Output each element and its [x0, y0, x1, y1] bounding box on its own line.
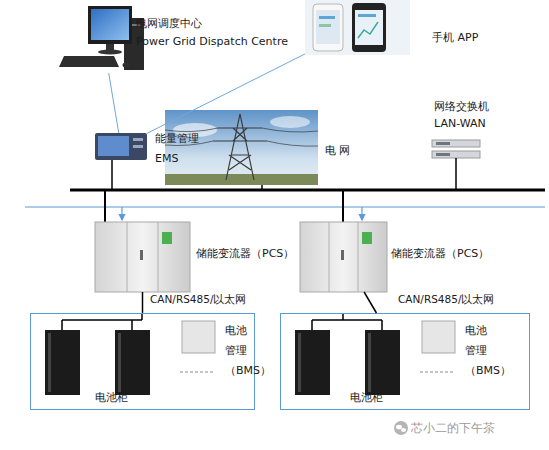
phone-black	[352, 3, 386, 52]
ems-button	[133, 138, 143, 141]
bus-drop	[342, 190, 344, 222]
node-label: 储能变流器（PCS）	[196, 245, 294, 262]
battery-group: 电池柜 电池 管理 （BMS）	[280, 313, 530, 410]
node-label: 电池 管理 （BMS）	[465, 321, 495, 381]
pc-monitor	[88, 6, 132, 44]
watermark-icon	[394, 421, 408, 435]
phone-white	[313, 4, 343, 51]
ems-screen	[98, 136, 129, 156]
ground	[165, 174, 318, 185]
node-label: 电池柜	[350, 389, 383, 406]
pc-base	[98, 50, 122, 55]
edge-label: CAN/RS485/以太网	[398, 291, 494, 308]
battery-cabinet	[365, 330, 400, 395]
bms-unit: 电池 管理 （BMS）	[421, 321, 456, 353]
ems-device	[95, 133, 147, 160]
battery-group: 电池柜 电池 管理 （BMS）	[30, 313, 255, 410]
comm-arrow	[121, 207, 122, 220]
comm-bus	[25, 206, 545, 207]
watermark: 芯小二的下午茶	[411, 420, 495, 437]
cabinet-seam	[358, 222, 359, 292]
cabinet-edge	[48, 333, 51, 392]
comm-arrow	[361, 207, 362, 220]
grid-photo	[165, 110, 318, 185]
switch-unit	[432, 140, 480, 147]
watermark-icon	[396, 425, 402, 430]
phone-bar	[319, 24, 331, 27]
battery-cabinet	[295, 330, 330, 395]
pc-mouse	[123, 63, 130, 68]
pylon-frame	[213, 114, 267, 180]
cabinet-edge	[118, 333, 121, 392]
power-bus	[70, 189, 545, 192]
bus-drop	[104, 190, 106, 222]
ems-unit: 能量管理 EMS	[95, 133, 147, 160]
cabinet-seam	[127, 222, 128, 292]
pcs-unit: 储能变流器（PCS）	[95, 222, 190, 292]
phone-chart	[358, 22, 378, 38]
bms-link	[420, 372, 455, 373]
bms-unit: 电池 管理 （BMS）	[181, 321, 216, 353]
network-switch: 网络交换机 LAN-WAN	[430, 138, 482, 160]
ems-button	[133, 145, 143, 148]
switch-ports	[436, 153, 450, 156]
pcs-cabinet	[95, 222, 190, 292]
switch-ports	[436, 142, 450, 145]
switch-unit	[432, 151, 480, 158]
node-label: 能量管理 EMS	[155, 129, 205, 169]
cabinet-seam	[329, 222, 330, 292]
phone-bar	[358, 14, 376, 17]
connector	[109, 73, 119, 133]
cabinet-edge	[298, 333, 301, 392]
connector	[147, 54, 305, 134]
pcs-cabinet	[300, 222, 387, 292]
pc-keyboard	[59, 56, 119, 67]
bms-unit	[182, 321, 215, 353]
pcs-handle	[341, 250, 344, 260]
cabinet-edge	[368, 333, 371, 392]
phone-bar	[319, 16, 335, 19]
phone-screen	[355, 10, 383, 45]
bus-drop	[455, 158, 457, 190]
edge-label: CAN/RS485/以太网	[150, 291, 246, 308]
bus-drop	[111, 160, 113, 190]
connector	[142, 292, 144, 313]
battery-cabinet	[45, 330, 80, 395]
bms-unit	[422, 321, 455, 353]
battery-wire	[312, 313, 382, 330]
pcs-unit: 储能变流器（PCS）	[300, 222, 387, 292]
pcs-handle	[140, 250, 143, 260]
watermark-icon	[401, 428, 406, 432]
cabinet-seam	[158, 222, 159, 292]
app-backdrop	[305, 0, 410, 55]
battery-wire	[62, 313, 142, 330]
mobile-app: 手机 APP	[305, 0, 410, 55]
power-grid: 电 网	[165, 110, 318, 185]
node-label: 电网调度中心	[136, 15, 202, 32]
node-label: 电池 管理 （BMS）	[225, 321, 255, 381]
dispatch-centre: 电网调度中心Power Grid Dispatch Centre	[60, 5, 146, 73]
node-label: 电 网	[325, 142, 351, 159]
node-label: 储能变流器（PCS）	[391, 245, 489, 262]
node-label: 电池柜	[95, 389, 128, 406]
pcs-screen	[162, 232, 172, 244]
node-label: 网络交换机 LAN-WAN	[434, 98, 498, 132]
pylon	[165, 114, 318, 180]
bus-drop	[261, 185, 263, 190]
node-label: 手机 APP	[432, 29, 478, 46]
pcs-screen	[362, 232, 372, 244]
battery-cabinet	[115, 330, 150, 395]
bms-link	[180, 372, 215, 373]
pc-screen	[91, 9, 129, 40]
phone-screen	[316, 10, 340, 44]
connector	[364, 292, 376, 313]
node-label: Power Grid Dispatch Centre	[136, 33, 288, 50]
cloud	[270, 116, 310, 128]
